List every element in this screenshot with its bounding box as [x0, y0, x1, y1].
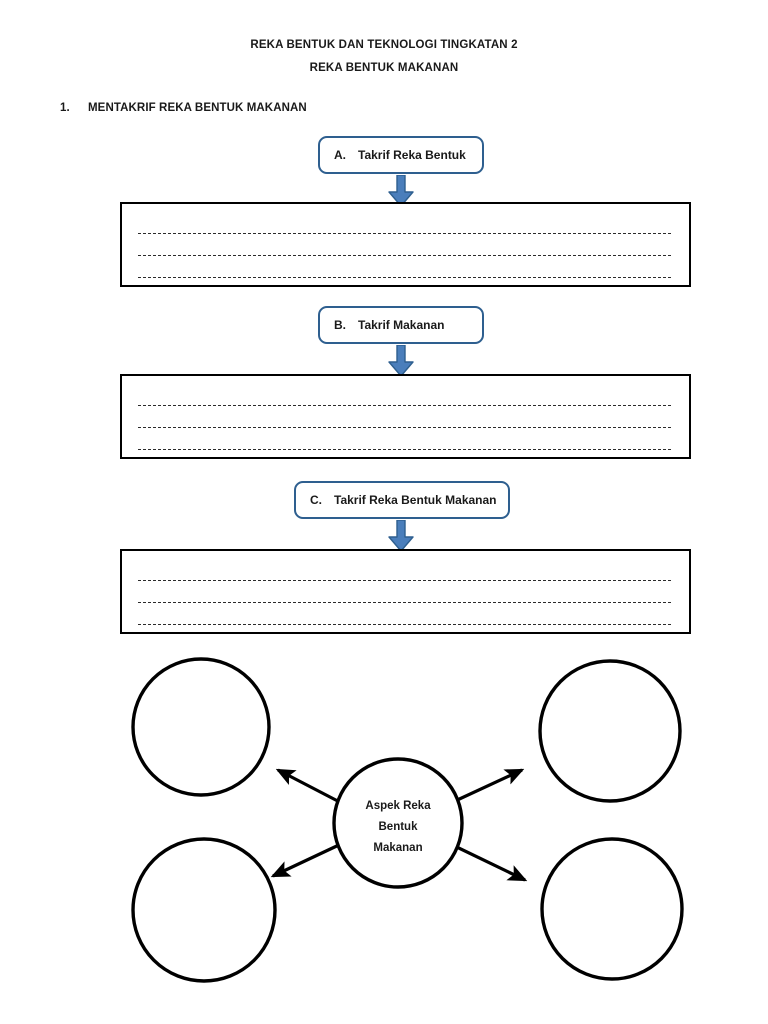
answer-line[interactable] — [138, 389, 673, 411]
answer-line[interactable] — [138, 608, 673, 630]
branch-circle-top-left[interactable] — [131, 657, 271, 797]
answer-line[interactable] — [138, 433, 673, 455]
section-number: 1. — [60, 102, 70, 114]
down-arrow-icon — [387, 519, 415, 552]
answer-line[interactable] — [138, 411, 673, 433]
center-circle[interactable] — [332, 757, 464, 889]
label-letter-a: A. — [334, 148, 346, 162]
branch-circle-top-right[interactable] — [538, 659, 682, 803]
branch-circle-bottom-left[interactable] — [131, 837, 277, 983]
label-text-c: Takrif Reka Bentuk Makanan — [334, 493, 497, 507]
label-box-b[interactable]: B. Takrif Makanan — [318, 306, 484, 344]
answer-box-b[interactable] — [120, 374, 691, 459]
document-title-line2: REKA BENTUK MAKANAN — [309, 62, 459, 74]
label-box-c[interactable]: C. Takrif Reka Bentuk Makanan — [294, 481, 510, 519]
answer-line[interactable] — [138, 261, 673, 283]
label-letter-b: B. — [334, 318, 346, 332]
concept-map: Aspek Reka Bentuk Makanan — [110, 648, 710, 998]
answer-line[interactable] — [138, 217, 673, 239]
answer-line[interactable] — [138, 239, 673, 261]
branch-circle-bottom-right[interactable] — [540, 837, 684, 981]
down-arrow-icon — [387, 174, 415, 207]
answer-box-c[interactable] — [120, 549, 691, 634]
answer-line[interactable] — [138, 564, 673, 586]
label-letter-c: C. — [310, 493, 322, 507]
label-box-a[interactable]: A. Takrif Reka Bentuk — [318, 136, 484, 174]
answer-box-a[interactable] — [120, 202, 691, 287]
label-text-a: Takrif Reka Bentuk — [358, 148, 466, 162]
center-circle-line3: Makanan — [373, 842, 422, 854]
section-heading: 1. MENTAKRIF REKA BENTUK MAKANAN — [60, 102, 307, 114]
section-heading-text: MENTAKRIF REKA BENTUK MAKANAN — [88, 102, 307, 114]
document-title-line1: REKA BENTUK DAN TEKNOLOGI TINGKATAN 2 — [250, 39, 518, 51]
answer-line[interactable] — [138, 586, 673, 608]
center-circle-line2: Bentuk — [379, 821, 419, 833]
down-arrow-icon — [387, 344, 415, 377]
label-text-b: Takrif Makanan — [358, 318, 445, 332]
center-circle-line1: Aspek Reka — [365, 800, 431, 812]
